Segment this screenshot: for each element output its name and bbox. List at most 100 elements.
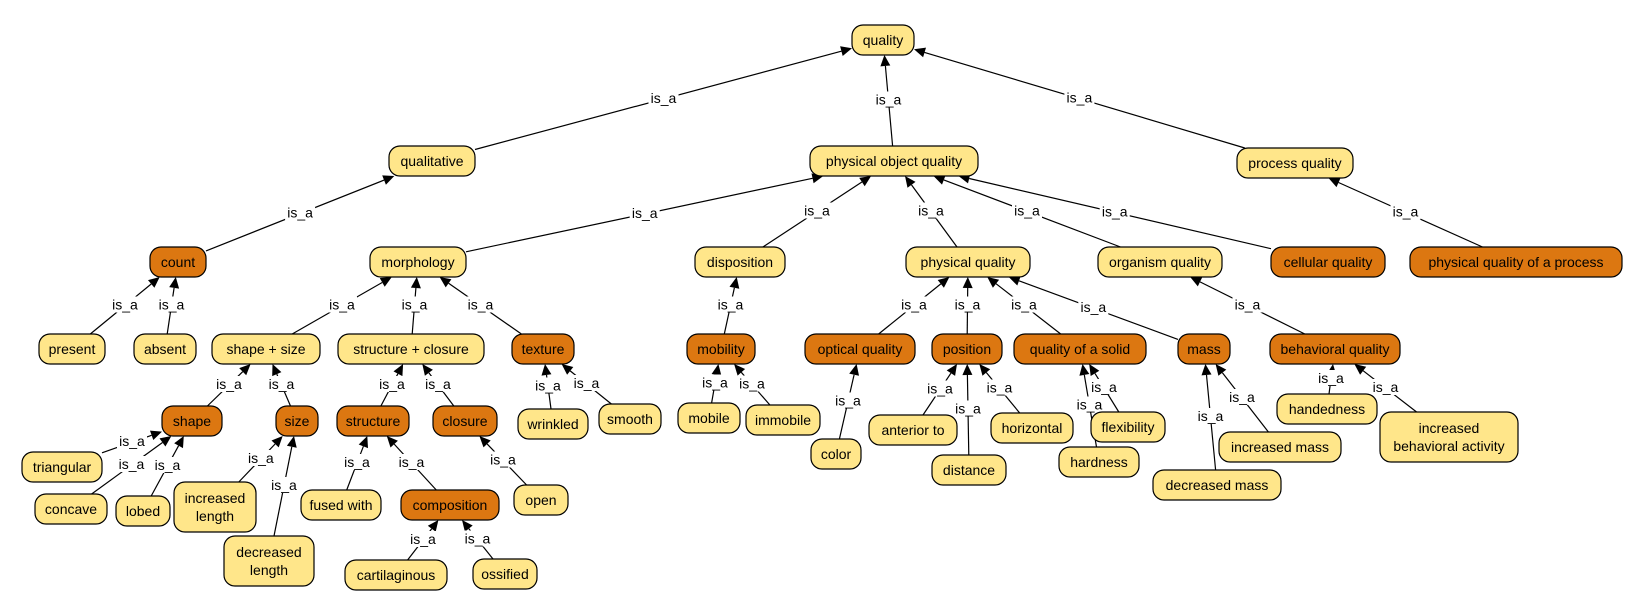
node-composition[interactable]: composition — [400, 489, 500, 521]
node-box — [990, 412, 1074, 444]
node-qualitative[interactable]: qualitative — [388, 145, 476, 177]
node-label: disposition — [707, 254, 773, 270]
edge-label-background — [399, 296, 430, 313]
node-open[interactable]: open — [513, 484, 569, 516]
node-label: structure + closure — [353, 341, 469, 357]
node-disposition[interactable]: disposition — [694, 246, 786, 278]
node-hardness[interactable]: hardness — [1058, 446, 1140, 478]
node-count[interactable]: count — [149, 246, 207, 278]
node-horizontal[interactable]: horizontal — [990, 412, 1074, 444]
node-size[interactable]: size — [275, 405, 319, 437]
edge-label-background — [1099, 203, 1130, 220]
node-mobile[interactable]: mobile — [677, 402, 741, 434]
node-label: increased mass — [1231, 439, 1329, 455]
node-box — [931, 333, 1003, 365]
edge-open-to-closure: is_a — [479, 436, 528, 486]
node-box — [133, 333, 197, 365]
node-handedness[interactable]: handedness — [1276, 393, 1378, 425]
edge-label-background — [156, 296, 187, 313]
node-optical-quality[interactable]: optical quality — [804, 333, 916, 365]
edge-label: is_a — [651, 90, 677, 106]
edge-absent-to-count: is_a — [156, 277, 187, 335]
node-box — [400, 489, 500, 521]
node-concave[interactable]: concave — [34, 493, 108, 525]
node-present[interactable]: present — [38, 333, 106, 365]
edge-label: is_a — [329, 297, 355, 313]
node-morphology[interactable]: morphology — [369, 246, 467, 278]
node-position[interactable]: position — [931, 333, 1003, 365]
node-quality-of-a-solid[interactable]: quality of a solid — [1013, 333, 1147, 365]
node-label: wrinkled — [526, 416, 578, 432]
edge-label-background — [269, 477, 299, 493]
arrowhead-icon — [150, 430, 162, 440]
node-cartilaginous[interactable]: cartilaginous — [344, 559, 448, 591]
node-label: immobile — [755, 412, 811, 428]
node-smooth[interactable]: smooth — [598, 403, 662, 435]
node-structure[interactable]: structure — [336, 405, 410, 437]
node-label: cellular quality — [1284, 254, 1373, 270]
edge-label-background — [1227, 389, 1257, 405]
edge-label-background — [1009, 296, 1039, 313]
node-anterior-to[interactable]: anterior to — [868, 414, 958, 446]
node-immobile[interactable]: immobile — [745, 404, 821, 436]
node-decreased-mass[interactable]: decreased mass — [1152, 469, 1282, 501]
node-physical-quality[interactable]: physical quality — [905, 246, 1031, 278]
node-box — [745, 404, 821, 436]
node-box — [432, 405, 498, 437]
node-mass[interactable]: mass — [1177, 333, 1231, 365]
edge-increased_behavioral_activity-to-behavioral_quality: is_a — [1354, 364, 1417, 413]
node-structure-closure[interactable]: structure + closure — [337, 333, 485, 365]
node-wrinkled[interactable]: wrinkled — [517, 408, 589, 440]
edge-label: is_a — [248, 450, 274, 466]
node-shape-size[interactable]: shape + size — [211, 333, 321, 365]
node-mobility[interactable]: mobility — [686, 333, 756, 365]
node-closure[interactable]: closure — [432, 405, 498, 437]
node-box — [275, 405, 319, 437]
node-absent[interactable]: absent — [133, 333, 197, 365]
edge-label-background — [571, 375, 602, 391]
node-fused-with[interactable]: fused with — [300, 489, 382, 521]
edge-label: is_a — [632, 205, 658, 221]
edge-label: is_a — [425, 376, 451, 392]
edge-label-background — [116, 456, 147, 472]
node-box — [115, 495, 171, 527]
node-lobed[interactable]: lobed — [115, 495, 171, 527]
edge-label-background — [1078, 299, 1109, 316]
arrowhead-icon — [439, 277, 452, 288]
node-behavioral-quality[interactable]: behavioral quality — [1269, 333, 1401, 365]
node-texture[interactable]: texture — [511, 333, 575, 365]
node-physical-quality-of-a-process[interactable]: physical quality of a process — [1409, 246, 1623, 278]
node-box — [1152, 469, 1282, 501]
edge-label-background — [117, 433, 147, 450]
node-label: triangular — [33, 459, 92, 475]
edge-label: is_a — [718, 297, 744, 313]
arrowhead-icon — [148, 277, 160, 288]
edge-label: is_a — [1080, 299, 1106, 315]
edge-closure-to-structure_closure: is_a — [422, 364, 455, 407]
arrowhead-icon — [1328, 177, 1341, 188]
node-physical-object-quality[interactable]: physical object quality — [809, 145, 979, 177]
node-process-quality[interactable]: process quality — [1236, 147, 1354, 179]
node-box — [517, 408, 589, 440]
node-organism-quality[interactable]: organism quality — [1097, 246, 1223, 278]
node-box — [513, 484, 569, 516]
node-box — [1097, 246, 1223, 278]
node-shape[interactable]: shape — [161, 405, 223, 437]
node-quality[interactable]: quality — [851, 24, 915, 56]
node-increased-mass[interactable]: increased mass — [1218, 431, 1342, 463]
node-ossified[interactable]: ossified — [472, 558, 538, 590]
node-box — [598, 403, 662, 435]
arrowhead-icon — [462, 520, 473, 532]
node-flexibility[interactable]: flexibility — [1090, 411, 1166, 443]
arrowhead-icon — [962, 364, 973, 376]
edge-label: is_a — [739, 376, 765, 392]
node-color[interactable]: color — [810, 438, 862, 470]
node-distance[interactable]: distance — [931, 454, 1007, 486]
node-cellular-quality[interactable]: cellular quality — [1270, 246, 1386, 278]
edge-label: is_a — [1393, 204, 1419, 220]
node-triangular[interactable]: triangular — [21, 451, 103, 483]
edge-fused_with-to-structure: is_a — [342, 436, 372, 491]
